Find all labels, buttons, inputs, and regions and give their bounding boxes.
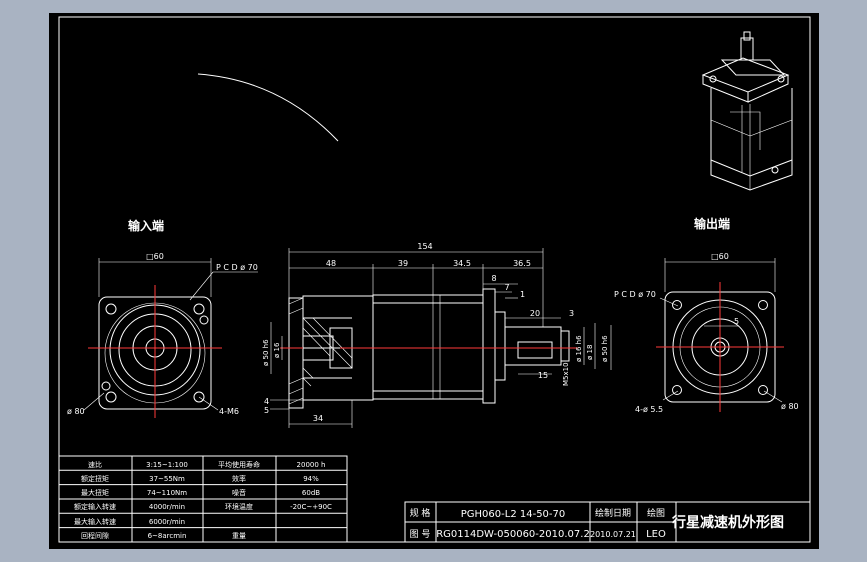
output-phi80-dim: ø 80 — [781, 402, 799, 411]
input-pcd-dim: P C D ø 70 — [216, 263, 258, 272]
title-spec-value: PGH060-L2 14-50-70 — [461, 509, 566, 520]
output-key — [517, 341, 553, 359]
dim-phi50-right: ø 50 h6 — [601, 335, 609, 362]
dim-7: 7 — [504, 283, 509, 292]
dim-overall: 154 — [417, 242, 432, 251]
output-shaft-step — [560, 330, 570, 362]
spec-value: 94% — [303, 475, 319, 483]
spec-value: 6~8arcmin — [148, 532, 187, 540]
spec-value: 3:15~1:100 — [146, 461, 188, 469]
input-hole-bl — [105, 391, 117, 403]
title-drawing-value: RG0114DW-050060-2010.07.2 — [436, 529, 590, 540]
title-date-label: 绘制日期 — [595, 507, 631, 519]
spec-row: 速比 3:15~1:100 平均使用寿命 20000 h — [88, 460, 325, 469]
dim-3: 3 — [569, 309, 574, 318]
title-block: 规 格 PGH060-L2 14-50-70 图 号 RG0114DW-0500… — [404, 501, 811, 543]
spec-label: 效率 — [232, 474, 246, 483]
spec-label: 重量 — [232, 532, 246, 540]
title-drawing-label: 图 号 — [410, 529, 431, 540]
side-section-view: 154 48 39 34.5 36.5 8 7 1 20 3 15 M5x10 … — [262, 242, 612, 428]
title-date-value: 2010.07.21 — [590, 530, 636, 539]
spec-value: -20C~+90C — [290, 503, 332, 511]
spec-row: 回程间隙 6~8arcmin 重量 — [81, 531, 246, 540]
stray-arc — [197, 73, 339, 142]
output-sq60-dim: □60 — [711, 252, 729, 261]
dim-phi50-left: ø 50 h6 — [262, 339, 270, 366]
spec-row: 最大输入转速 6000r/min — [74, 517, 185, 526]
dim-5: 5 — [264, 406, 269, 415]
drawing-title: 行星减速机外形图 — [671, 514, 784, 531]
spec-label: 额定扭矩 — [81, 474, 109, 483]
output-end-label: 输出端 — [694, 216, 730, 231]
dim-34: 34 — [313, 414, 323, 423]
dim-39: 39 — [398, 259, 408, 268]
dim-36-5: 36.5 — [513, 259, 531, 268]
dim-15: 15 — [538, 371, 548, 380]
dim-8: 8 — [491, 274, 496, 283]
output-holes-dim: 4-ø 5.5 — [635, 405, 663, 414]
spec-row: 额定输入转速 4000r/min 环境温度 -20C~+90C — [74, 502, 332, 511]
input-hole-tr2 — [199, 315, 209, 325]
output-hole-tl — [672, 300, 682, 310]
dim-34-5: 34.5 — [453, 259, 471, 268]
input-end-view: 输入端 □60 P C D ø 70 ø 80 4-M6 — [67, 218, 258, 418]
spec-value: 4000r/min — [149, 503, 185, 511]
output-key-dim: 5 — [734, 317, 739, 326]
spec-value: 60dB — [302, 489, 320, 497]
spec-label: 环境温度 — [225, 502, 253, 511]
input-phi80-dim: ø 80 — [67, 407, 85, 416]
spec-value: 20000 h — [297, 461, 326, 469]
title-drawer-label: 绘图 — [647, 507, 665, 519]
input-hole-tr — [193, 303, 205, 315]
title-drawer-value: LEO — [646, 529, 666, 540]
dim-phi18: ø 18 — [586, 345, 594, 360]
spec-value: 74~110Nm — [147, 489, 187, 497]
dim-m5: M5x10 — [562, 362, 570, 386]
spec-label: 速比 — [88, 460, 102, 469]
output-pcd-dim: P C D ø 70 — [614, 290, 656, 299]
dim-phi16-right: ø 16 h6 — [575, 335, 583, 362]
dim-phi16-left: ø 16 — [273, 342, 281, 358]
input-m6-dim: 4-M6 — [219, 407, 239, 416]
input-end-label: 输入端 — [128, 218, 164, 233]
spec-label: 最大扭矩 — [81, 488, 109, 497]
spec-label: 平均使用寿命 — [218, 460, 260, 469]
spec-value: 37~55Nm — [149, 475, 185, 483]
output-hole-tr — [758, 300, 768, 310]
spec-label: 噪音 — [232, 488, 246, 497]
input-hole-br — [193, 391, 205, 403]
spec-label: 最大输入转速 — [74, 517, 116, 526]
input-sq60-dim: □60 — [146, 252, 164, 261]
input-hole-bl2 — [101, 381, 111, 391]
dim-48: 48 — [326, 259, 336, 268]
output-hole-bl — [672, 385, 682, 395]
spec-row: 最大扭矩 74~110Nm 噪音 60dB — [81, 488, 320, 497]
output-hole-br — [758, 385, 768, 395]
spec-row: 额定扭矩 37~55Nm 效率 94% — [81, 474, 319, 483]
dim-4: 4 — [264, 397, 269, 406]
drawing-sheet — [49, 13, 819, 549]
spec-table: 速比 3:15~1:100 平均使用寿命 20000 h 额定扭矩 37~55N… — [58, 455, 348, 543]
output-end-view: 输出端 □60 P C D ø 70 5 4-ø 5.5 ø 80 — [614, 216, 799, 414]
dim-20: 20 — [530, 309, 540, 318]
spec-label: 回程间隙 — [81, 531, 109, 540]
input-hole-tl — [105, 303, 117, 315]
spec-value: 6000r/min — [149, 518, 185, 526]
gearbox-3d-view — [701, 31, 793, 191]
title-spec-label: 规 格 — [410, 507, 431, 519]
spec-label: 额定输入转速 — [74, 502, 116, 511]
dim-1: 1 — [520, 290, 525, 299]
